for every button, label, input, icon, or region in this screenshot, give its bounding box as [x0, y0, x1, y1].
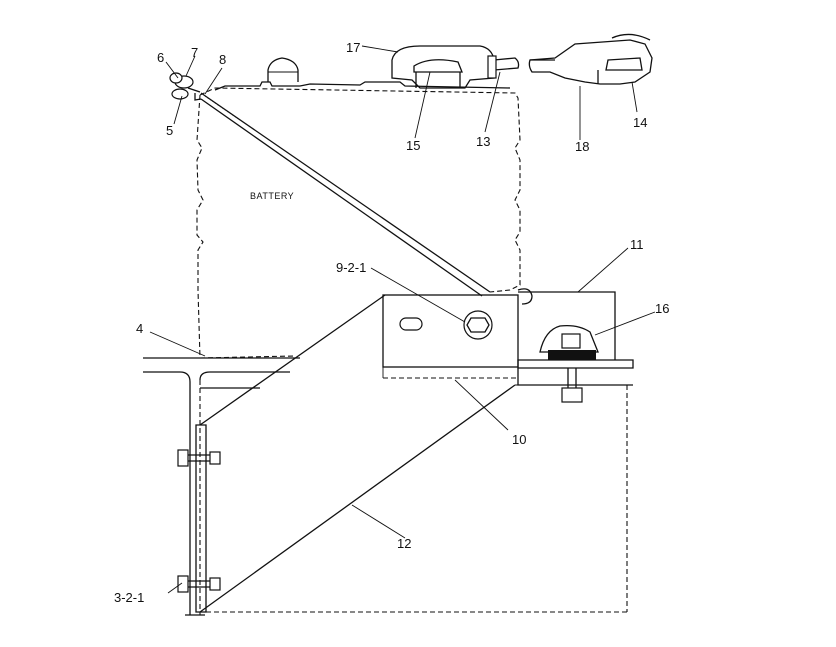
clamp-bolt-16	[539, 324, 599, 403]
bolt-upper	[177, 449, 221, 467]
cable-terminal-negative	[528, 33, 653, 85]
callout-18: 18	[575, 139, 589, 154]
callout-11: 11	[630, 237, 644, 252]
terminal-clamp-positive	[391, 45, 520, 89]
bolt-lower	[177, 575, 221, 593]
hold-down-rod	[194, 92, 491, 297]
battery-label: BATTERY	[250, 191, 294, 201]
callout-4: 4	[136, 321, 143, 336]
callout-10: 10	[512, 432, 526, 447]
callout-6: 6	[157, 50, 164, 65]
callout-15: 15	[406, 138, 420, 153]
callout-7: 7	[191, 45, 198, 60]
frame-rail	[143, 357, 300, 616]
callout-8: 8	[219, 52, 226, 67]
wing-nut	[169, 72, 201, 100]
callout-3-2-1: 3-2-1	[114, 590, 144, 605]
callout-5: 5	[166, 123, 173, 138]
battery-body: BATTERY	[196, 87, 521, 359]
callout-16: 16	[655, 301, 669, 316]
callout-13: 13	[476, 134, 490, 149]
mount-plate	[382, 288, 533, 379]
callout-12: 12	[397, 536, 411, 551]
callout-17: 17	[346, 40, 360, 55]
battery-top	[214, 57, 511, 91]
leader-lines	[149, 45, 656, 594]
callout-labels: 3-2-1 4 5 6 7 8 9-2-1 10 11 12 13 14 15 …	[114, 40, 669, 605]
bracket-12	[195, 294, 628, 613]
callout-9-2-1: 9-2-1	[336, 260, 366, 275]
callout-14: 14	[633, 115, 647, 130]
